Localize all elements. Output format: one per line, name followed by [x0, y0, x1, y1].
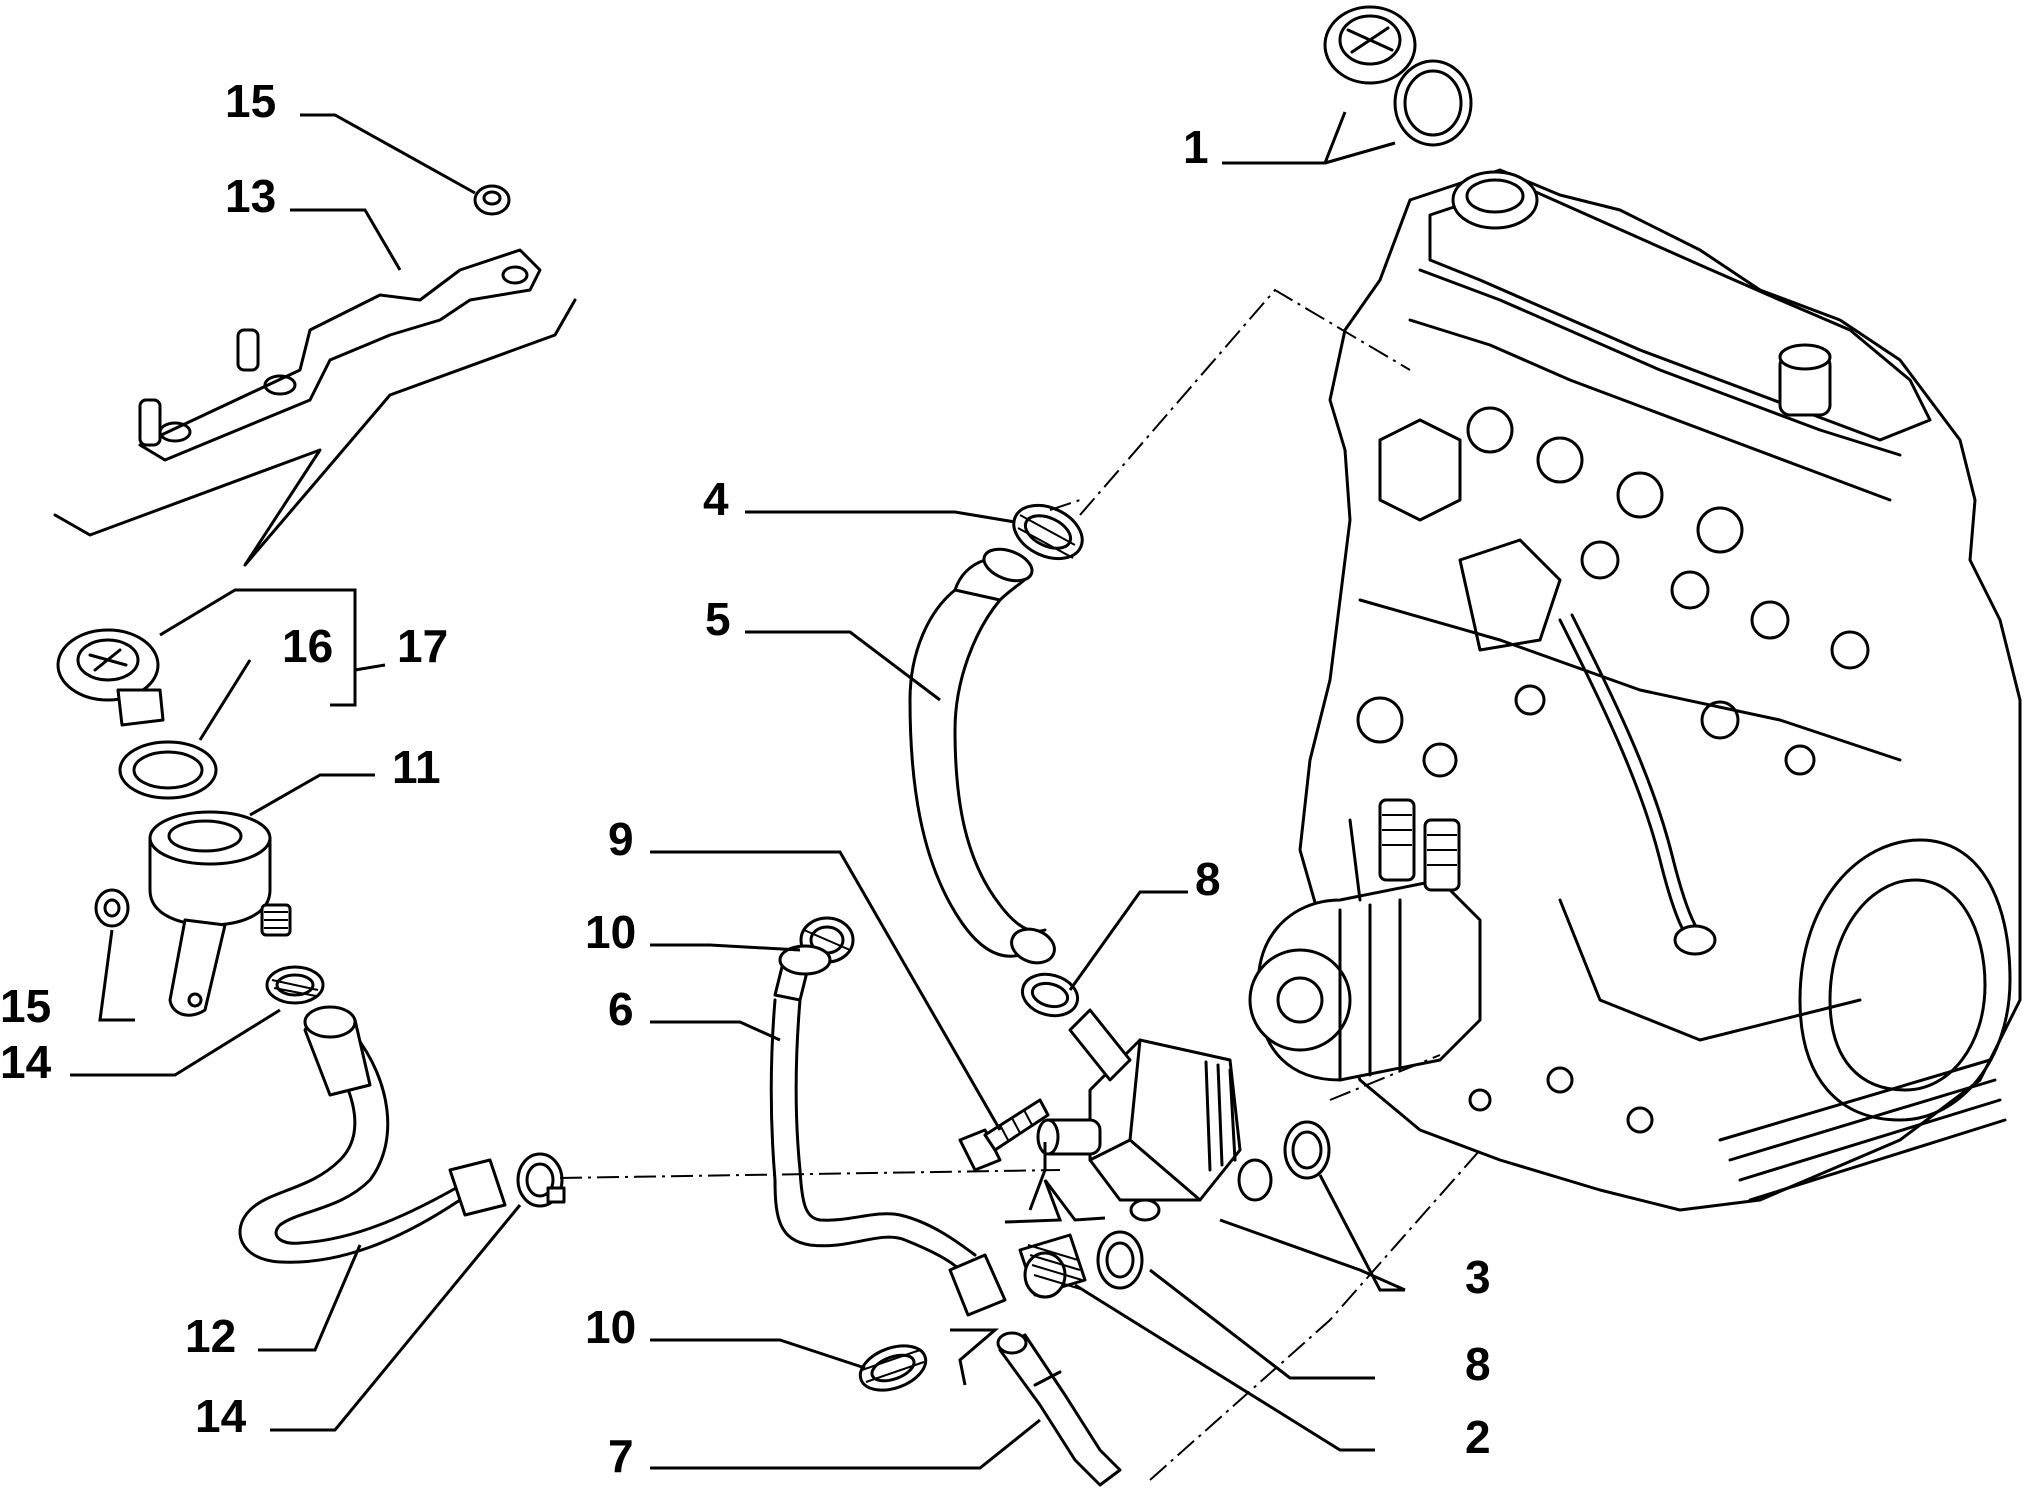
leader-lines [70, 111, 1406, 1470]
callout-14-top: 14 [0, 1036, 52, 1088]
callout-11: 11 [392, 741, 441, 793]
callout-7: 7 [608, 1430, 634, 1482]
part-10-clamp-bottom [858, 1344, 928, 1392]
part-3-ring [1283, 1120, 1331, 1180]
callout-4: 4 [703, 473, 729, 525]
part-12-hose [238, 1005, 507, 1264]
callout-6: 6 [608, 983, 634, 1035]
engine-block [1248, 168, 2022, 1212]
part-15-nut-left [94, 888, 130, 928]
part-8-clamp-bottom [1096, 1230, 1144, 1290]
part-7-pipe [996, 1331, 1122, 1487]
callout-9: 9 [608, 813, 634, 865]
callout-10-top: 10 [585, 906, 636, 958]
callout-15-left: 15 [0, 980, 51, 1032]
callout-3: 3 [1465, 1251, 1491, 1303]
injector-row [1466, 406, 1870, 670]
callout-8-bottom: 8 [1465, 1338, 1491, 1390]
part-16-seal [118, 740, 218, 800]
part-17-oil-cap [56, 628, 165, 727]
callout-16: 16 [282, 620, 333, 672]
part-14-clamp-left [265, 965, 325, 1005]
part-3-separator [1036, 1008, 1273, 1222]
part-1-cap-and-seal [1323, 5, 1473, 147]
oil-filter [1248, 798, 1482, 1082]
part-4-clamp [1012, 503, 1084, 561]
callout-10-bottom: 10 [585, 1301, 636, 1353]
callout-15-top: 15 [225, 75, 276, 127]
callout-labels: 1 15 13 16 17 11 15 14 12 14 4 5 9 10 6 … [0, 75, 1491, 1482]
part-15-nut-top [473, 184, 511, 216]
center-lines [559, 288, 1481, 1481]
part-9-bolt [958, 1098, 1050, 1172]
callout-8-top: 8 [1195, 853, 1221, 905]
part-2-spring [1018, 1233, 1087, 1299]
part-13-bracket [138, 248, 542, 462]
part-14-clamp-right [516, 1152, 566, 1208]
part-6-hose [769, 944, 1007, 1317]
callout-5: 5 [705, 593, 731, 645]
part-11-oil-separator [148, 810, 292, 1017]
callout-2: 2 [1465, 1411, 1491, 1463]
part-8-clamp-top [1020, 972, 1080, 1018]
callout-12: 12 [185, 1310, 236, 1362]
part-5-hose [908, 547, 1056, 965]
callout-13: 13 [225, 170, 276, 222]
callout-1: 1 [1183, 121, 1209, 173]
break-line [53, 298, 577, 567]
callout-14-bottom: 14 [195, 1390, 247, 1442]
callout-17: 17 [397, 620, 448, 672]
